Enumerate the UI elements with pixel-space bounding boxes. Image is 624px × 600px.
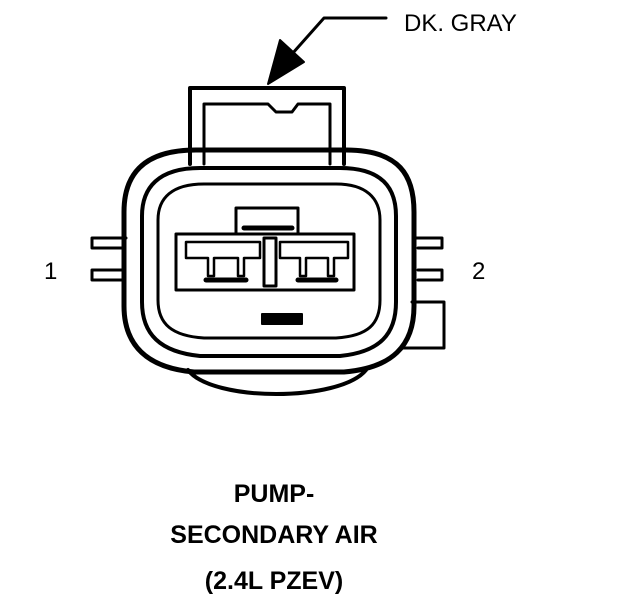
terminal-cavity xyxy=(174,232,356,292)
callout-arrowhead xyxy=(267,39,305,85)
caption-line-2: SECONDARY AIR xyxy=(170,521,378,549)
latch-outer xyxy=(188,86,346,166)
caption-line-1: PUMP- xyxy=(233,480,315,508)
housing-bottom-bulge xyxy=(186,368,368,396)
right-tab-lower xyxy=(416,268,444,282)
terminal-1 xyxy=(184,240,262,278)
caption-line-3: (2.4L PZEV) xyxy=(204,567,344,595)
right-tab-upper xyxy=(414,236,444,250)
housing-outer xyxy=(121,147,417,375)
left-tab-upper xyxy=(90,236,128,250)
latch-inner xyxy=(202,102,332,166)
left-tab-lower xyxy=(90,268,126,282)
housing-middle xyxy=(140,166,398,358)
wire-color-callout: DK. GRAY xyxy=(404,10,517,37)
pin-2-label: 2 xyxy=(472,258,486,285)
housing-inner xyxy=(156,182,382,340)
terminal-2 xyxy=(278,240,350,278)
bottom-slot xyxy=(261,313,303,325)
callout-leader-line xyxy=(290,16,388,56)
center-divider xyxy=(262,236,278,288)
right-boss xyxy=(398,300,446,350)
pin-1-label: 1 xyxy=(44,258,58,285)
